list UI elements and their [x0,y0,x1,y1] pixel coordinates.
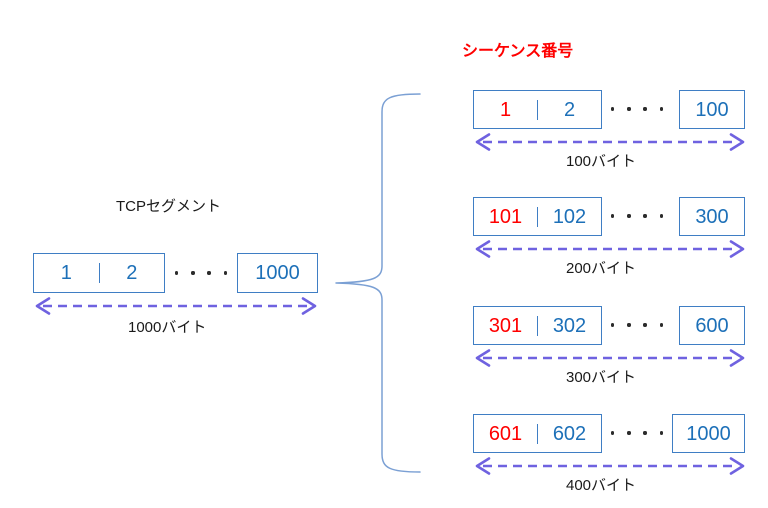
ip-packet-4-cell-1: 601 [488,422,523,445]
ip-packet-3-cell-2: 302 [537,315,601,336]
ip-packet-1-ellipsis [611,107,663,111]
ip-packet-2-cell-1: 101 [488,205,523,228]
ip-packet-4-cell-group: 601 602 [473,414,602,453]
tcp-segment-cell-2: 2 [98,263,165,283]
ip-packet-4-ellipsis [611,431,663,435]
ip-packet-1-cell-group: 1 2 [473,90,602,129]
ip-packet-3-cell-group: 301 302 [473,306,602,345]
ip-packet-3-cell-last: 600 [679,306,745,345]
ip-packet-3-cell-1: 301 [488,314,523,337]
ip-packet-1-size-arrow [471,133,749,151]
sequence-number-title: シーケンス番号 [462,43,574,60]
ip-packet-2-cell-last: 300 [679,197,745,236]
ip-packet-4-cell-2: 602 [537,423,601,444]
splitting-brace [330,88,426,478]
ip-packet-1-cell-last: 100 [679,90,745,129]
ip-packet-4-cell-last: 1000 [672,414,745,453]
tcp-segment-title: TCPセグメント [116,198,222,215]
ip-packet-4-size-label: 400バイト [566,477,637,494]
ip-packet-2-size-label: 200バイト [566,260,637,277]
tcp-segment-cell-1: 1 [60,262,72,284]
ip-packet-2-size-arrow [471,240,749,258]
tcp-segment-cell-last: 1000 [237,253,318,293]
ip-packet-1-cell-1: 1 [499,98,512,121]
tcp-segment-ellipsis [175,271,227,275]
ip-packet-1-cell-2: 2 [537,99,601,120]
ip-packet-2-ellipsis [611,214,663,218]
ip-packet-3-ellipsis [611,323,663,327]
ip-packet-4-size-arrow [471,457,749,475]
tcp-segment-size-arrow [31,297,321,315]
ip-packet-2-cell-group: 101 102 [473,197,602,236]
tcp-segment-size-label: 1000バイト [128,319,207,336]
ip-packet-3-size-arrow [471,349,749,367]
ip-packet-3-size-label: 300バイト [566,369,637,386]
ip-packet-2-cell-2: 102 [537,206,601,227]
tcp-segment-cell-group: 1 2 [33,253,165,293]
ip-packet-1-size-label: 100バイト [566,153,637,170]
